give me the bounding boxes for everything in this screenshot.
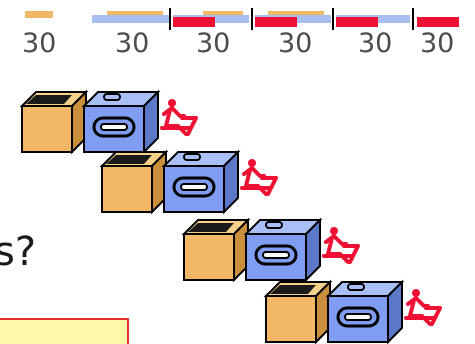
laundry-row-3 xyxy=(183,218,360,282)
timeline-wash-bar-2 xyxy=(107,11,163,18)
folding-person-icon xyxy=(240,157,278,196)
laundry-row-1 xyxy=(21,90,198,154)
timeline-fold-bar-1 xyxy=(173,17,215,27)
timeline-label-5: 30 xyxy=(358,28,393,59)
washer-icon xyxy=(101,151,167,213)
dryer-icon xyxy=(244,218,322,282)
dryer-icon xyxy=(326,280,404,344)
folding-person-icon xyxy=(404,287,442,326)
laundry-row-2 xyxy=(101,150,278,214)
timeline-label-4: 30 xyxy=(278,28,313,59)
dryer-icon xyxy=(82,90,160,154)
timeline-fold-bar-3 xyxy=(336,17,378,27)
washer-icon xyxy=(265,281,331,343)
laundry-row-4 xyxy=(265,280,442,344)
folding-person-icon xyxy=(160,97,198,136)
dryer-icon xyxy=(162,150,240,214)
timeline-dry-bar-1 xyxy=(92,15,170,23)
timeline-bars xyxy=(25,8,459,30)
timeline-fold-bar-4 xyxy=(417,17,459,27)
question-text: s? xyxy=(0,229,37,275)
highlight-box xyxy=(0,318,129,344)
timeline-label-1: 30 xyxy=(22,28,57,59)
timeline-label-2: 30 xyxy=(115,28,150,59)
timeline-wash-bar-3 xyxy=(203,11,243,18)
folding-person-icon xyxy=(322,225,360,264)
timeline-wash-bar-4 xyxy=(268,11,324,18)
timeline-wash-bar-1 xyxy=(25,11,53,18)
washer-icon xyxy=(21,91,87,153)
timeline-fold-bar-2 xyxy=(255,17,297,27)
washer-icon xyxy=(183,219,249,281)
timeline-label-6: 30 xyxy=(420,28,455,59)
timeline-label-3: 30 xyxy=(196,28,231,59)
